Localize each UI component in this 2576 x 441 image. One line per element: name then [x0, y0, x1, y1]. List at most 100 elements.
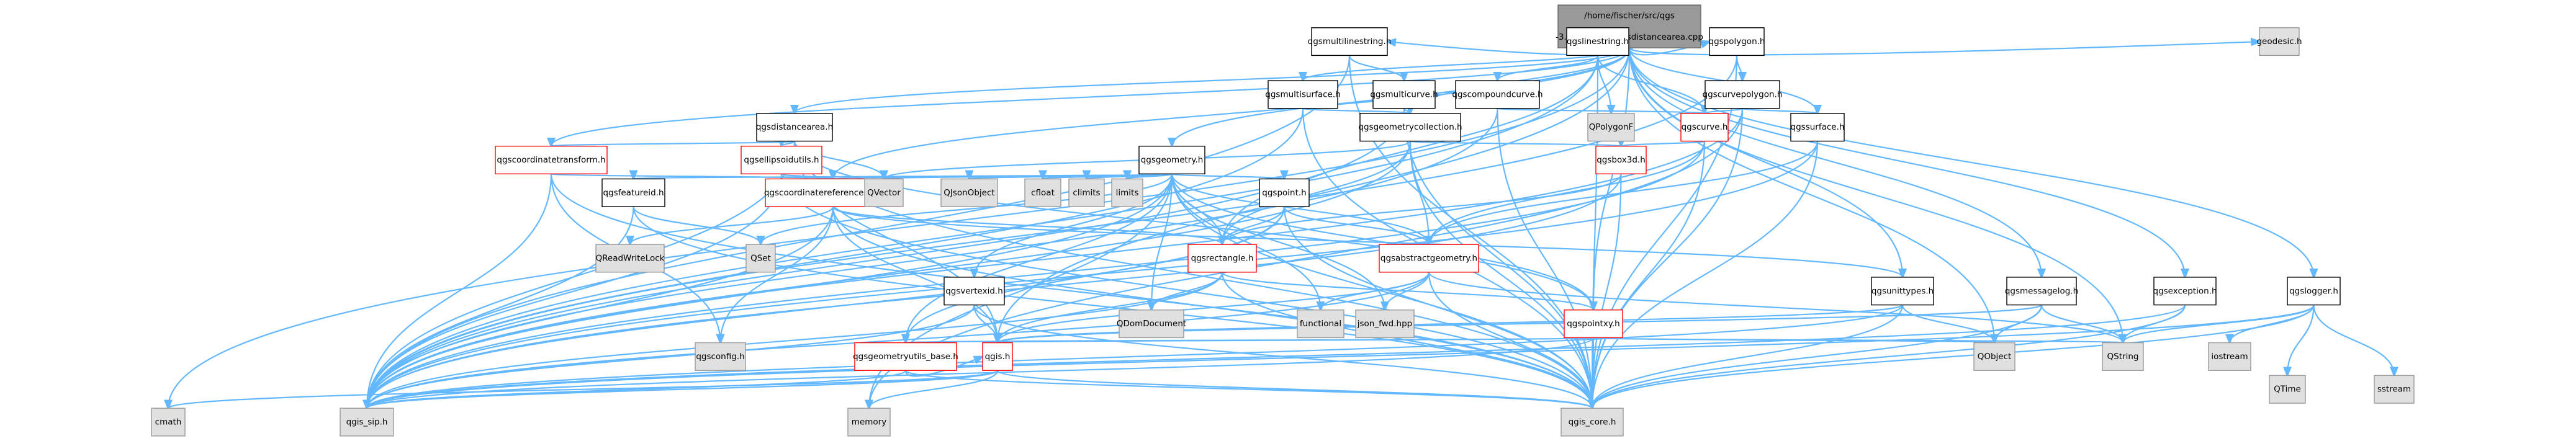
node-box-qtime — [2269, 375, 2306, 404]
node-box-qgsgeometryutils_base — [854, 342, 957, 371]
dependency-nodes: /home/fischer/src/qgs-3.38/src/core/qgsd… — [151, 4, 2415, 437]
edge-qgsmultisurface-to-qgsgeometrycollection — [1302, 109, 1410, 114]
node-qgsrectangle[interactable]: qgsrectangle.h — [1187, 244, 1257, 273]
edge-qgsgeometrycollection-to-qgis_core — [1409, 141, 1592, 409]
edge-root-to-qgslogger — [1628, 48, 2314, 277]
node-box-qgsexception — [2153, 277, 2217, 306]
edge-qgsgeometry-to-qgsvertexid — [975, 174, 1173, 277]
node-box-qpolygonf — [1587, 113, 1635, 142]
node-qgspointxy[interactable]: qgspointxy.h — [1564, 310, 1623, 339]
node-box-qvector — [864, 178, 904, 207]
node-qgscurvepolygon[interactable]: qgscurvepolygon.h — [1703, 80, 1783, 109]
node-qgsmulticurve[interactable]: qgsmulticurve.h — [1370, 80, 1438, 109]
edge-qgsgeometry-to-limits — [1127, 174, 1173, 179]
node-box-memory — [847, 408, 891, 437]
node-qgsabstractgeometry[interactable]: qgsabstractgeometry.h — [1379, 244, 1479, 273]
node-box-qgsvertexid — [943, 277, 1005, 306]
node-qgscurve[interactable]: qgscurve.h — [1680, 113, 1729, 142]
node-qgsgeometryutils_base[interactable]: qgsgeometryutils_base.h — [853, 342, 958, 371]
node-label-qgsgeometryutils_base: qgsgeometryutils_base.h — [853, 352, 958, 362]
node-label-qvector: QVector — [867, 188, 901, 198]
edge-root-to-qgspolygon — [1628, 42, 1709, 56]
edge-qgsabstractgeometry-to-qgis — [998, 272, 1430, 343]
edge-root-to-qgspointxy — [1593, 48, 1631, 310]
edge-qgsmultilinestring-to-qgsmulticurve — [1348, 55, 1404, 81]
node-label-qgsmessagelog: qgsmessagelog.h — [2005, 286, 2078, 296]
edge-qgspolygon-to-qgscurvepolygon — [1736, 55, 1742, 81]
node-box-qgscoordinatetransform — [495, 145, 608, 175]
edge-qgsabstractgeometry-to-qgis_core — [1428, 272, 1592, 408]
node-qgsmessagelog[interactable]: qgsmessagelog.h — [2005, 277, 2078, 306]
node-label-qgsabstractgeometry: qgsabstractgeometry.h — [1380, 253, 1477, 263]
node-box-qgspointxy — [1564, 310, 1623, 339]
node-qvector: QVector — [864, 178, 904, 207]
node-label-root: /home/fischer/src/qgs — [1584, 11, 1675, 20]
edge-qgscoordinatereferencesystem-to-qgsunittypes — [832, 206, 1903, 277]
node-qgsexception[interactable]: qgsexception.h — [2153, 277, 2217, 306]
node-box-cmath — [151, 408, 186, 437]
node-box-qset — [745, 244, 776, 273]
node-qgsfeatureid[interactable]: qgsfeatureid.h — [601, 178, 665, 207]
edge-qgis-to-qgis_sip — [367, 370, 999, 408]
node-label-climits: climits — [1073, 188, 1100, 198]
edge-qgscoordinatetransform-to-qgscoordinatereferencesystem — [550, 174, 833, 179]
node-qgscoordinatetransform[interactable]: qgscoordinatetransform.h — [495, 145, 608, 175]
edge-root-to-qgscoordinatereferencesystem — [833, 48, 1631, 179]
edge-qgssurface-to-qgsabstractgeometry — [1429, 141, 1819, 245]
node-label-qgsfeatureid: qgsfeatureid.h — [603, 188, 664, 198]
node-qset: QSet — [745, 244, 776, 273]
node-box-qgssurface — [1790, 113, 1845, 142]
node-label-qgscurvepolygon: qgscurvepolygon.h — [1703, 89, 1783, 99]
edge-qgspoint-to-qgsrectangle — [1222, 206, 1286, 244]
edge-root-to-qgscoordinatetransform — [551, 47, 1631, 146]
edge-qgspointxy-to-qgis_sip — [367, 337, 1595, 408]
edge-qgscurve-to-qgis_sip — [367, 141, 1706, 409]
edge-qgsdistancearea-to-qgspointxy — [793, 141, 1593, 310]
node-qgspolygon[interactable]: qgspolygon.h — [1709, 27, 1765, 56]
node-qgsbox3d[interactable]: qgsbox3d.h — [1595, 145, 1647, 175]
edge-qgscurve-to-qgsbox3d — [1621, 141, 1706, 146]
node-label-qgspointxy: qgspointxy.h — [1567, 319, 1620, 329]
edge-qgis-to-cmath — [168, 370, 999, 408]
node-qgslinestring[interactable]: qgslinestring.h — [1566, 27, 1629, 56]
node-box-climits — [1068, 178, 1105, 207]
node-qgis_sip: qgis_sip.h — [340, 408, 394, 437]
node-memory: memory — [847, 408, 891, 437]
node-qgsellipsoidutils[interactable]: qgsellipsoidutils.h — [741, 145, 822, 175]
edge-qgscoordinatetransform-to-qgis_sip — [367, 174, 552, 408]
edge-qgis-to-memory — [869, 370, 999, 408]
node-cfloat: cfloat — [1024, 178, 1061, 207]
dependency-edges — [168, 42, 2394, 408]
node-qgsgeometry[interactable]: qgsgeometry.h — [1138, 145, 1205, 175]
node-box-qgscurve — [1680, 113, 1729, 142]
node-qgscompoundcurve[interactable]: qgscompoundcurve.h — [1452, 80, 1543, 109]
node-label-qgscompoundcurve: qgscompoundcurve.h — [1452, 89, 1542, 99]
node-qgspoint[interactable]: qgspoint.h — [1259, 178, 1310, 207]
node-box-qgsmultilinestring — [1311, 27, 1388, 56]
node-box-qgsdistancearea — [756, 113, 833, 142]
node-label-json_fwd: json_fwd.hpp — [1357, 319, 1412, 329]
edge-qgsdistancearea-to-qgscoordinatetransform — [551, 141, 796, 146]
node-qgssurface[interactable]: qgssurface.h — [1790, 113, 1845, 142]
node-qgis_core: qgis_core.h — [1560, 408, 1624, 437]
edge-qgsgeometry-to-qdomdocument — [1151, 174, 1173, 310]
node-qgsgeometrycollection[interactable]: qgsgeometrycollection.h — [1358, 113, 1462, 142]
node-cmath: cmath — [151, 408, 186, 437]
edge-qgsmessagelog-to-qobject — [1994, 305, 2043, 343]
node-qgsvertexid[interactable]: qgsvertexid.h — [943, 277, 1005, 306]
edge-qgscurvepolygon-to-qgssurface — [1741, 109, 1817, 114]
node-label-qobject: QObject — [1978, 352, 2012, 362]
node-qgsunittypes[interactable]: qgsunittypes.h — [1871, 277, 1934, 306]
node-qgsmultilinestring[interactable]: qgsmultilinestring.h — [1308, 27, 1392, 56]
node-qgsdistancearea[interactable]: qgsdistancearea.h — [756, 113, 833, 142]
node-box-qobject — [1973, 342, 2015, 371]
node-qgslogger[interactable]: qgslogger.h — [2287, 277, 2341, 306]
node-box-cfloat — [1024, 178, 1061, 207]
edge-root-to-geodesic — [1628, 42, 2259, 56]
node-box-geodesic — [2259, 27, 2300, 56]
node-qgis[interactable]: qgis.h — [982, 342, 1013, 371]
edge-qgsgeometry-to-qgsgeometryutils_base — [906, 174, 1173, 342]
node-qgsmultisurface[interactable]: qgsmultisurface.h — [1265, 80, 1341, 109]
edge-qgsvertexid-to-qgis_sip — [367, 305, 975, 409]
edge-qgspolygon-to-qgis_core — [1592, 55, 1738, 408]
